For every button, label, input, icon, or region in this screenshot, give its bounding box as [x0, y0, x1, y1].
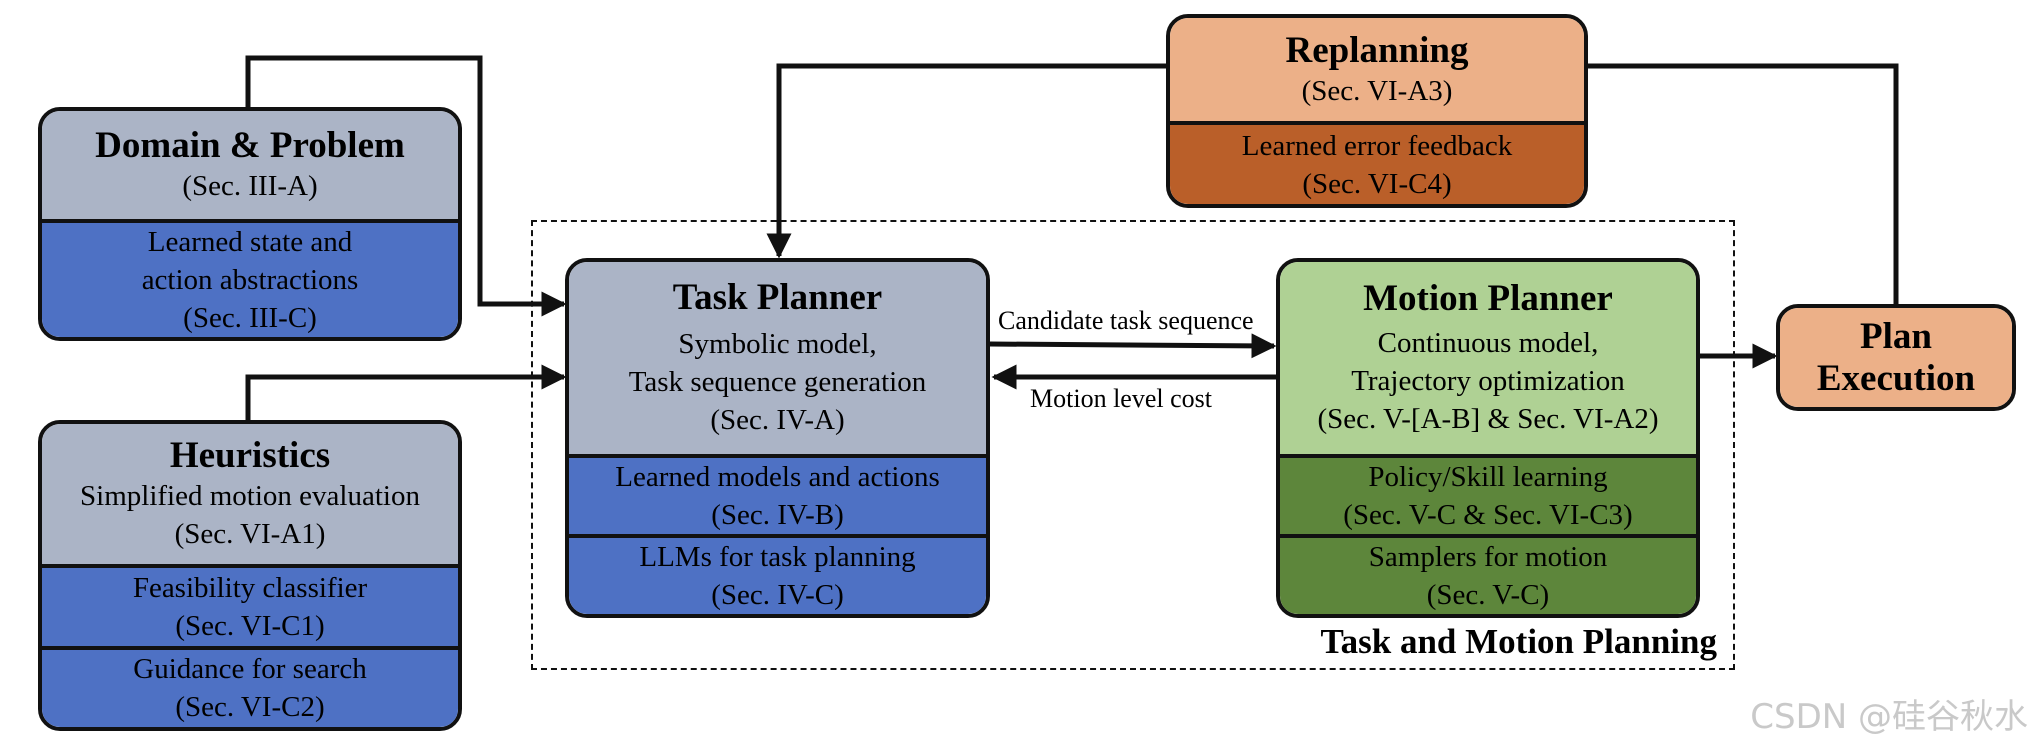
replanning-title: Replanning: [1285, 29, 1469, 71]
candidate-sequence-label: Candidate task sequence: [998, 306, 1254, 335]
domain-problem-header: Domain & Problem (Sec. III-A): [42, 111, 458, 219]
plan-execution-line1: Plan: [1860, 315, 1932, 357]
llm-section: LLMs for task planning (Sec. IV-C): [569, 534, 986, 614]
domain-problem-title: Domain & Problem: [95, 125, 405, 166]
tamp-label: Task and Motion Planning: [1320, 622, 1717, 661]
candidate-sequence-arrow: [989, 333, 1277, 359]
error-feedback-section: Learned error feedback (Sec. VI-C4): [1170, 121, 1584, 204]
plan-execution-line2: Execution: [1816, 357, 1976, 399]
policy-section: Policy/Skill learning (Sec. V-C & Sec. V…: [1280, 454, 1696, 534]
heuristics-to-task-arrow: [245, 364, 567, 420]
task-planner-title: Task Planner: [672, 277, 883, 318]
heuristics-box: Heuristics Simplified motion evaluation …: [38, 420, 462, 731]
learned-models-ref: (Sec. IV-B): [711, 499, 844, 531]
learned-models-section: Learned models and actions (Sec. IV-B): [569, 454, 986, 534]
domain-problem-ref: (Sec. III-A): [182, 170, 318, 202]
error-feedback-ref: (Sec. VI-C4): [1302, 167, 1452, 200]
heuristics-subtitle: Simplified motion evaluation: [80, 480, 420, 512]
error-feedback-label: Learned error feedback: [1241, 129, 1513, 162]
tamp-frame: Task and Motion Planning: [531, 220, 1735, 670]
motion-planner-box: Motion Planner Continuous model, Traject…: [1276, 258, 1700, 618]
replanning-to-execution-line: [1586, 63, 1899, 306]
task-planner-ref: (Sec. IV-A): [710, 404, 845, 436]
llm-ref: (Sec. IV-C): [711, 579, 844, 611]
feasibility-ref: (Sec. VI-C1): [175, 609, 325, 642]
watermark: CSDN @硅谷秋水: [1750, 697, 2028, 737]
motion-planner-line1: Continuous model,: [1377, 327, 1599, 359]
task-planner-box: Task Planner Symbolic model, Task sequen…: [565, 258, 990, 618]
guidance-ref: (Sec. VI-C2): [175, 691, 325, 724]
replanning-ref: (Sec. VI-A3): [1301, 74, 1453, 107]
motion-planner-header: Motion Planner Continuous model, Traject…: [1280, 262, 1696, 454]
heuristics-ref: (Sec. VI-A1): [174, 518, 326, 550]
learned-abstractions-ref: (Sec. III-C): [183, 302, 317, 334]
samplers-section: Samplers for motion (Sec. V-C): [1280, 534, 1696, 614]
learned-abstractions-line1: Learned state and: [147, 226, 353, 258]
llm-label: LLMs for task planning: [639, 541, 916, 573]
samplers-ref: (Sec. V-C): [1426, 579, 1550, 611]
replanning-box: Replanning (Sec. VI-A3) Learned error fe…: [1166, 14, 1588, 208]
replanning-header: Replanning (Sec. VI-A3): [1170, 18, 1584, 121]
learned-abstractions-line2: action abstractions: [141, 264, 359, 296]
samplers-label: Samplers for motion: [1368, 541, 1608, 573]
motion-planner-title: Motion Planner: [1363, 278, 1613, 319]
motion-planner-ref: (Sec. V-[A-B] & Sec. VI-A2): [1317, 403, 1659, 435]
task-planner-line1: Symbolic model,: [678, 328, 877, 360]
plan-execution-content: Plan Execution: [1780, 308, 2012, 407]
heuristics-title: Heuristics: [169, 435, 331, 476]
motion-cost-label: Motion level cost: [1030, 384, 1212, 413]
feasibility-section: Feasibility classifier (Sec. VI-C1): [42, 564, 458, 646]
task-planner-header: Task Planner Symbolic model, Task sequen…: [569, 262, 986, 454]
domain-problem-box: Domain & Problem (Sec. III-A) Learned st…: [38, 107, 462, 341]
feasibility-label: Feasibility classifier: [132, 571, 368, 604]
learned-models-label: Learned models and actions: [615, 461, 940, 493]
replanning-to-task-arrow: [766, 63, 1168, 259]
domain-to-task-arrow: [245, 55, 567, 317]
policy-label: Policy/Skill learning: [1368, 461, 1608, 493]
learned-abstractions-section: Learned state and action abstractions (S…: [42, 219, 458, 337]
plan-execution-box: Plan Execution: [1776, 304, 2016, 411]
guidance-section: Guidance for search (Sec. VI-C2): [42, 645, 458, 727]
task-planner-line2: Task sequence generation: [628, 366, 927, 398]
policy-ref: (Sec. V-C & Sec. VI-C3): [1343, 499, 1633, 531]
guidance-label: Guidance for search: [133, 653, 367, 686]
motion-planner-line2: Trajectory optimization: [1351, 365, 1625, 397]
heuristics-header: Heuristics Simplified motion evaluation …: [42, 424, 458, 564]
